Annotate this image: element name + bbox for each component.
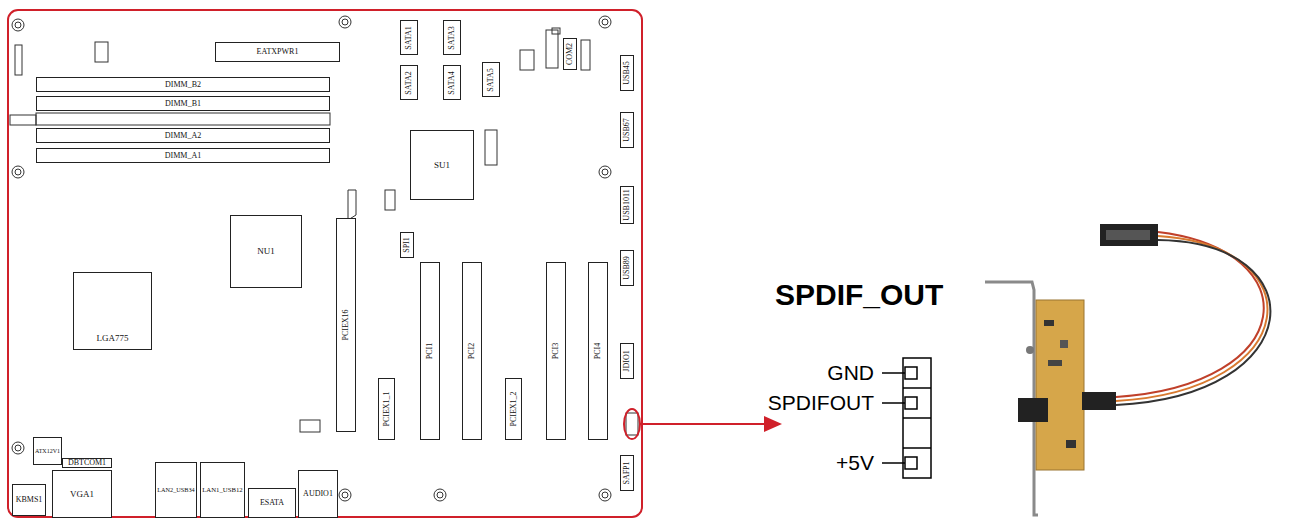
board-component: NU1 [230, 215, 302, 288]
component-label: SU1 [434, 161, 450, 170]
component-label: USB89 [623, 256, 631, 280]
component-label: AUDIO1 [303, 490, 333, 498]
component-label: PCI4 [594, 343, 602, 359]
component-label: PCIEX1_1 [383, 391, 391, 426]
board-component: PCIEX1_2 [505, 378, 522, 440]
board-component: VGA1 [52, 470, 112, 518]
board-component: PCIEX16 [336, 218, 356, 432]
board-component: DIMM_A1 [36, 148, 330, 163]
board-component: DIMM_B1 [36, 96, 330, 111]
component-label: LAN2_USB34 [157, 487, 195, 493]
component-label: USB67 [623, 118, 631, 142]
board-component: SATA4 [443, 65, 461, 100]
board-component: PCI2 [462, 262, 482, 440]
board-component: PCI3 [546, 262, 566, 440]
board-component: SU1 [410, 130, 474, 200]
board-component: DIMM_B2 [36, 77, 330, 92]
board-component: SATA1 [400, 20, 418, 55]
component-label: DIMM_B2 [165, 81, 201, 89]
component-label: EATXPWR1 [257, 48, 299, 56]
board-component: KBMS1 [12, 484, 46, 516]
board-component: PCIEX1_1 [378, 378, 395, 440]
component-label: SAFP1 [623, 461, 631, 484]
component-label: USB1011 [623, 189, 631, 220]
component-label: JDIO1 [623, 350, 631, 371]
board-component: PCI1 [420, 262, 440, 440]
board-component: USB67 [620, 112, 634, 148]
component-label: PCI3 [552, 343, 560, 359]
component-label: PCI1 [426, 343, 434, 359]
board-component: LGA775 [73, 272, 152, 350]
component-label: LGA775 [97, 334, 129, 343]
board-component: SATA5 [482, 62, 500, 97]
board-component: USB1011 [620, 186, 634, 224]
board-component: PCI4 [588, 262, 608, 440]
component-label: ATX12V1 [35, 448, 60, 454]
component-label: PCI2 [468, 343, 476, 359]
component-label: SATA3 [448, 26, 456, 49]
component-label: SATA1 [405, 26, 413, 49]
component-label: SPI1 [403, 237, 411, 253]
component-label: SATA2 [405, 71, 413, 94]
component-label: KBMS1 [16, 496, 43, 504]
board-component: SATA3 [443, 20, 461, 55]
board-component: LAN2_USB34 [155, 462, 197, 518]
component-label: DIMM_A1 [165, 152, 201, 160]
pin-name: GND [827, 362, 874, 383]
component-label: PCIEX1_2 [510, 391, 518, 426]
board-component: ATX12V1 [33, 437, 62, 465]
component-label: SATA4 [448, 71, 456, 94]
component-label: USB45 [623, 61, 631, 85]
component-label: DBTCOM1 [68, 459, 106, 467]
pin-name: +5V [836, 452, 874, 473]
board-component: SAFP1 [620, 455, 634, 491]
component-label: PCIEX16 [342, 309, 350, 340]
board-component: JDIO1 [620, 343, 634, 379]
component-label: ESATA [260, 499, 284, 507]
board-component: ESATA [248, 488, 296, 518]
board-component: LAN1_USB12 [200, 462, 245, 518]
board-component: USB89 [620, 250, 634, 286]
board-component: AUDIO1 [298, 470, 338, 518]
connector-heading: SPDIF_OUT [775, 280, 943, 310]
component-label: COM2 [566, 43, 574, 65]
component-label: DIMM_B1 [165, 100, 201, 108]
board-component: DIMM_A2 [36, 128, 330, 143]
board-component: SPI1 [400, 232, 414, 258]
board-component: EATXPWR1 [215, 42, 340, 62]
component-label: SATA5 [487, 68, 495, 91]
component-label: LAN1_USB12 [202, 487, 243, 494]
board-component: COM2 [563, 38, 577, 70]
component-label: DIMM_A2 [165, 132, 201, 140]
board-component: DBTCOM1 [62, 458, 112, 468]
pin-name: SPDIFOUT [768, 392, 874, 413]
component-label: VGA1 [70, 490, 94, 499]
board-component: SATA2 [400, 65, 418, 100]
component-label: NU1 [257, 247, 275, 256]
board-component: USB45 [620, 55, 634, 91]
